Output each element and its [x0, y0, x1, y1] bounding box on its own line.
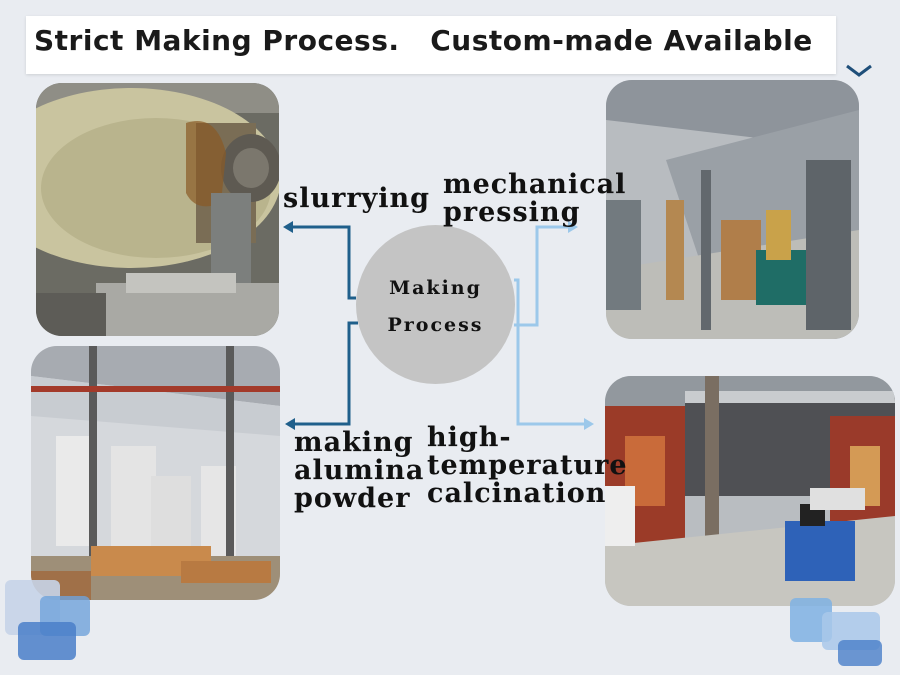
- alumina-label-line1: making: [294, 427, 414, 458]
- mechanical-pressing-label: mechanical pressing: [443, 169, 627, 228]
- alumina-powder-plant-photo: [31, 346, 280, 600]
- center-label-line1: Making: [389, 277, 482, 299]
- calcination-label: high- temperature calcination: [427, 422, 628, 509]
- mechanical-label-line1: mechanical: [443, 169, 627, 200]
- alumina-label-line3: powder: [294, 483, 411, 514]
- calcination-kiln-photo: [605, 376, 895, 606]
- chevron-down-icon: [846, 64, 872, 77]
- decor-square: [838, 640, 882, 666]
- header-title: Strict Making Process. Custom-made Avail…: [34, 24, 813, 57]
- decor-square: [18, 622, 76, 660]
- alumina-powder-label: making alumina powder: [294, 427, 425, 514]
- center-label-line2: Process: [387, 314, 484, 336]
- calcination-label-line2: temperature: [427, 450, 628, 481]
- mechanical-pressing-photo: [606, 80, 859, 339]
- making-process-circle: Making Process: [356, 225, 515, 384]
- slurrying-label: slurrying: [283, 183, 430, 214]
- mechanical-label-line2: pressing: [443, 197, 581, 228]
- calcination-label-line1: high-: [427, 422, 512, 453]
- slurrying-tank-photo: [36, 83, 279, 336]
- header-banner: Strict Making Process. Custom-made Avail…: [26, 16, 836, 74]
- calcination-label-line3: calcination: [427, 478, 607, 509]
- alumina-label-line2: alumina: [294, 455, 425, 486]
